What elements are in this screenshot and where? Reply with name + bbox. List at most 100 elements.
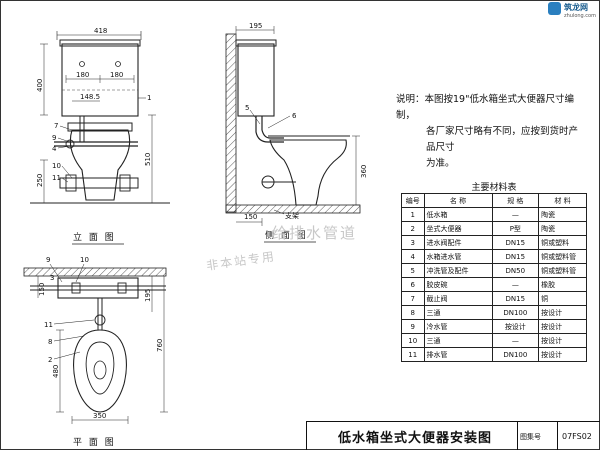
drawing-note: 说明：本图按19"低水箱坐式大便器尺寸编制， 各厂家尺寸略有不同，应按到货时产品… [396,92,586,172]
side-elevation: 195 360 150 支架 6 5 侧 面 图 [225,22,368,243]
row-no: 6 [401,277,425,292]
dim-side-195: 195 [249,22,262,30]
note-line-1: 说明：本图按19"低水箱坐式大便器尺寸编制， [396,94,574,121]
atlas-label: 图集号 [520,433,541,441]
row-spec: DN15 [491,291,540,306]
row-material: 铜 [538,291,587,306]
row-material: 按设计 [538,305,587,320]
logo-icon [547,2,561,15]
callout-front-11: 11 [52,174,61,182]
row-no: 4 [401,249,425,264]
row-name: 水箱进水管 [423,249,493,264]
row-spec: 按设计 [491,319,540,334]
row-no: 3 [401,235,425,250]
dim-front-250: 250 [36,174,44,187]
callout-front-4: 4 [52,145,57,153]
callout-plan-8: 8 [48,338,52,346]
toilet-bowl-plan [73,329,127,413]
header-name: 名 称 [423,193,493,208]
row-spec: DN100 [491,347,540,362]
wall-hatch-plan [23,267,167,277]
row-spec: DN50 [491,263,540,278]
tank-side [237,43,275,117]
dim-side-150: 150 [244,213,257,221]
plan-view: 150 195 760 480 350 9 10 3 11 8 2 平 面 图 [23,256,168,448]
dim-front-510: 510 [144,153,152,166]
callout-plan-10: 10 [80,256,89,264]
row-name: 冲洗管及配件 [423,263,493,278]
row-spec: — [491,277,540,292]
header-spec: 规 格 [491,193,540,208]
note-line-3: 为准。 [426,158,455,169]
low-tank [61,43,139,117]
row-material: 陶瓷 [538,207,587,222]
row-name: 坐式大便器 [423,221,493,236]
callout-plan-2: 2 [48,356,52,364]
row-spec: P型 [491,221,540,236]
row-name: 胶皮碗 [423,277,493,292]
row-material: 按设计 [538,333,587,348]
dim-plan-150: 150 [38,283,46,296]
row-no: 10 [401,333,425,348]
dim-front-180b: 180 [110,71,123,79]
row-material: 铜或塑料管 [538,249,587,264]
dim-front-180a: 180 [76,71,89,79]
callout-front-1: 1 [147,94,151,102]
row-no: 8 [401,305,425,320]
dim-plan-350: 350 [93,412,106,420]
dim-plan-480: 480 [52,365,60,378]
row-material: 按设计 [538,347,587,362]
callout-side-6: 6 [292,112,297,120]
label-bracket: 支架 [285,211,299,220]
header-no: 编号 [401,193,425,208]
row-name: 三通 [423,333,493,348]
site-logo[interactable]: 筑龙网 zhulong.com [547,2,596,19]
row-name: 冷水管 [423,319,493,334]
callout-plan-3: 3 [50,274,54,282]
row-material: 橡胶 [538,277,587,292]
note-line-2: 各厂家尺寸略有不同，应按到货时产品尺寸 [426,126,579,153]
title-block: 低水箱坐式大便器安装图 图集号 07FS02 [306,421,600,450]
row-no: 5 [401,263,425,278]
row-name: 低水箱 [423,207,493,222]
logo-name: 筑龙网 [563,3,588,12]
row-spec: — [491,207,540,222]
row-name: 三通 [423,305,493,320]
materials-table-title: 主要材料表 [471,183,517,193]
row-spec: DN15 [491,249,540,264]
row-name: 截止阀 [423,291,493,306]
callout-plan-11: 11 [44,321,53,329]
drawing-title: 低水箱坐式大便器安装图 [337,431,492,446]
callout-front-9: 9 [52,134,56,142]
header-material: 材 料 [538,193,587,208]
view-label-plan: 平 面 图 [73,437,116,448]
row-spec: DN100 [491,305,540,320]
materials-header-row: 编号 名 称 规 格 材 料 [401,193,587,208]
row-no: 2 [401,221,425,236]
row-no: 7 [401,291,425,306]
row-no: 1 [401,207,425,222]
row-material: 铜或塑料管 [538,263,587,278]
row-material: 陶瓷 [538,221,587,236]
logo-url: zhulong.com [563,13,596,19]
atlas-number: 07FS02 [562,432,592,441]
dim-front-148: 148.5 [80,93,100,101]
row-spec: — [491,333,540,348]
row-no: 11 [401,347,425,362]
callout-front-10: 10 [52,162,61,170]
front-elevation: 418 180 180 148.5 400 250 510 [30,27,170,245]
row-material: 按设计 [538,319,587,334]
